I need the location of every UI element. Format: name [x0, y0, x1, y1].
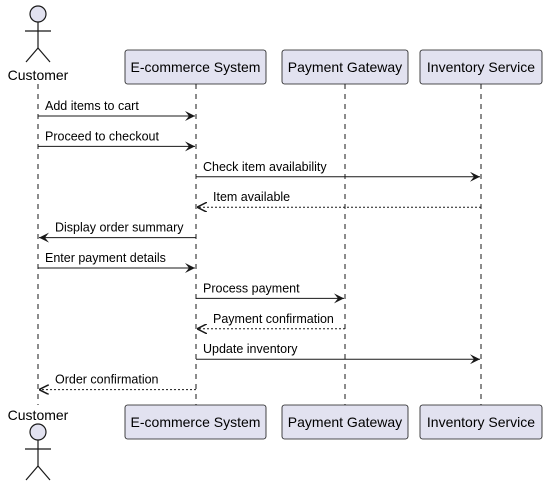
message-update-inventory: Update inventory: [196, 342, 480, 365]
participant-label: Inventory Service: [427, 414, 535, 430]
message-label: Proceed to checkout: [45, 129, 159, 143]
message-process-payment: Process payment: [196, 281, 344, 304]
message-label: Payment confirmation: [213, 312, 334, 326]
participant-inventory-service-bottom: Inventory Service: [419, 404, 543, 440]
message-label: Display order summary: [55, 221, 184, 235]
participant-box: [124, 49, 267, 85]
participant-box: [281, 404, 409, 440]
participant-payment-gateway-top: Payment Gateway: [281, 49, 409, 85]
message-label: Update inventory: [203, 342, 298, 356]
message-label: Enter payment details: [45, 251, 166, 265]
participant-box: [124, 404, 267, 440]
actor-label: Customer: [8, 407, 69, 423]
message-label: Check item availability: [203, 160, 327, 174]
message-enter-payment-details: Enter payment details: [38, 251, 195, 273]
actor-figure-icon: [25, 423, 51, 481]
participants-bottom: Customer E-commerce System Payment Gateway…: [8, 404, 543, 481]
message-payment-confirmation: Payment confirmation: [197, 312, 345, 329]
message-proceed-to-checkout: Proceed to checkout: [38, 129, 195, 152]
message-label: Process payment: [203, 281, 300, 295]
message-label: Add items to cart: [45, 99, 139, 113]
message-display-order-summary: Display order summary: [39, 221, 196, 243]
participant-inventory-service-top: Inventory Service: [419, 49, 543, 85]
actor-figure-icon: [25, 5, 51, 63]
participant-label: E-commerce System: [131, 414, 261, 430]
message-add-items-to-cart: Add items to cart: [38, 99, 195, 121]
participants-top: Customer E-commerce System Payment Gateway…: [8, 5, 543, 85]
participant-e-commerce-system-top: E-commerce System: [124, 49, 267, 85]
message-order-confirmation: Order confirmation: [39, 373, 196, 390]
actor-customer-top: Customer: [8, 5, 69, 83]
participant-payment-gateway-bottom: Payment Gateway: [281, 404, 409, 440]
participant-label: E-commerce System: [131, 59, 261, 75]
message-label: Order confirmation: [55, 373, 159, 387]
message-item-available: Item available: [197, 190, 481, 207]
participant-label: Inventory Service: [427, 59, 535, 75]
actor-customer-bottom: Customer: [8, 407, 69, 481]
message-check-item-availability: Check item availability: [196, 160, 480, 182]
lifelines: [37, 84, 482, 405]
participant-label: Payment Gateway: [288, 414, 402, 430]
participant-box: [281, 49, 409, 85]
participant-box: [419, 404, 543, 440]
participant-box: [419, 49, 543, 85]
message-label: Item available: [213, 190, 290, 204]
actor-label: Customer: [8, 67, 69, 83]
participant-e-commerce-system-bottom: E-commerce System: [124, 404, 267, 440]
participant-label: Payment Gateway: [288, 59, 402, 75]
